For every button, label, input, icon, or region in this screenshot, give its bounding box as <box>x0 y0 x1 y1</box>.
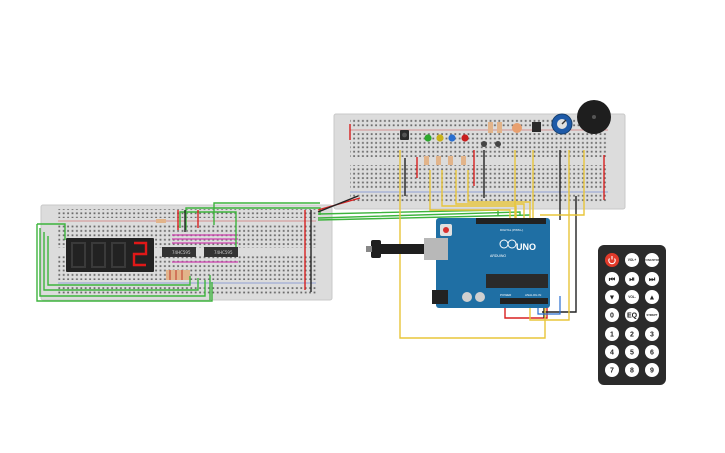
remote-button-five[interactable]: 5 <box>625 345 639 359</box>
remote-button-label: 9 <box>650 367 654 374</box>
remote-button-label: ▲ <box>649 294 656 301</box>
shift-register-left[interactable]: 74HC595 <box>162 247 196 257</box>
display-digit-4 <box>132 241 148 267</box>
remote-button-label: ⏮ <box>609 276 616 283</box>
analog-header[interactable] <box>500 298 548 304</box>
resistor-top-left[interactable] <box>156 219 166 223</box>
arduino-brand-text: ARDUINO <box>490 254 506 258</box>
remote-button-rewind[interactable]: ⏮ <box>605 272 619 286</box>
led-row[interactable] <box>424 134 469 165</box>
remote-button-down[interactable]: ▼ <box>605 290 619 304</box>
photoresistor[interactable] <box>512 123 522 133</box>
remote-button-label: 3 <box>650 331 654 338</box>
chip-right-label: 74HC595 <box>214 250 233 255</box>
remote-button-eight[interactable]: 8 <box>625 363 639 377</box>
remote-button-eq[interactable]: EQ <box>625 308 639 322</box>
usb-cable <box>366 240 424 258</box>
display-digit-3 <box>111 242 126 268</box>
arduino-digital-label: DIGITAL (PWM~) <box>500 228 523 232</box>
remote-button-func-stop[interactable]: FUNC/STOP <box>645 253 660 267</box>
chip-left-label: 74HC595 <box>172 250 191 255</box>
remote-button-one[interactable]: 1 <box>605 327 619 341</box>
remote-button-label: 5 <box>630 349 634 356</box>
remote-button-label: ⏭ <box>649 276 656 283</box>
display-digit-1 <box>71 242 86 268</box>
remote-button-four[interactable]: 4 <box>605 345 619 359</box>
remote-button-two[interactable]: 2 <box>625 327 639 341</box>
remote-button-nine[interactable]: 9 <box>645 363 659 377</box>
ir-remote[interactable]: VOL+ FUNC/STOP ⏮ ⏯ ⏭ ▼ VOL- ▲ 0 EQ ST/REPT 1 2 3 4 5 6 7 8… <box>598 245 666 385</box>
remote-button-label: EQ <box>627 312 638 319</box>
remote-button-label: ST/REPT <box>647 313 658 317</box>
remote-button-label: 4 <box>610 349 614 356</box>
push-buttons[interactable] <box>481 141 501 147</box>
remote-button-st-rept[interactable]: ST/REPT <box>645 308 659 322</box>
remote-button-label: ⏯ <box>629 276 635 283</box>
atmega-chip <box>486 274 548 288</box>
remote-button-vol-up[interactable]: VOL+ <box>625 253 639 267</box>
led-red[interactable] <box>461 134 469 165</box>
remote-button-fast-forward[interactable]: ⏭ <box>645 272 659 286</box>
ir-receiver[interactable] <box>400 130 409 140</box>
remote-button-label: 8 <box>630 367 634 374</box>
digital-header[interactable] <box>476 218 546 224</box>
infinity-logo-icon <box>499 239 517 249</box>
led-yellow[interactable] <box>436 134 444 165</box>
power-icon <box>608 256 616 265</box>
remote-button-label: FUNC/STOP <box>645 258 660 262</box>
magenta-jumpers <box>172 234 238 263</box>
remote-button-three[interactable]: 3 <box>645 327 659 341</box>
led-green[interactable] <box>424 134 432 165</box>
remote-button-zero[interactable]: 0 <box>605 308 619 322</box>
arduino-uno[interactable]: UNO ARDUINO POWER ANALOG IN DIGITAL (PWM… <box>424 218 550 308</box>
led-blue[interactable] <box>448 134 456 165</box>
potentiometer[interactable] <box>551 113 573 135</box>
transistor[interactable] <box>532 122 541 132</box>
shift-register-right[interactable]: 74HC595 <box>204 247 238 257</box>
seven-segment-display[interactable] <box>66 238 154 272</box>
dc-jack[interactable] <box>432 290 448 304</box>
remote-button-up[interactable]: ▲ <box>645 290 659 304</box>
piezo-buzzer[interactable] <box>577 100 611 134</box>
push-button-2[interactable] <box>495 141 501 147</box>
arduino-power-label: POWER <box>500 293 512 297</box>
arduino-logo-text: UNO <box>516 242 536 252</box>
remote-button-label: ▼ <box>609 294 616 301</box>
remote-button-label: 2 <box>630 331 634 338</box>
remote-button-six[interactable]: 6 <box>645 345 659 359</box>
usb-port[interactable] <box>424 238 448 260</box>
remote-button-vol-down[interactable]: VOL- <box>625 290 639 304</box>
arduino-analog-label: ANALOG IN <box>525 293 541 297</box>
remote-button-play-pause[interactable]: ⏯ <box>625 272 639 286</box>
remote-button-power[interactable] <box>605 253 619 267</box>
push-button-1[interactable] <box>481 141 487 147</box>
remote-button-label: 6 <box>650 349 654 356</box>
remote-button-label: 1 <box>610 331 614 338</box>
remote-button-label: 0 <box>610 312 614 319</box>
remote-button-label: VOL+ <box>628 258 637 262</box>
remote-button-seven[interactable]: 7 <box>605 363 619 377</box>
resistor-pair[interactable] <box>488 122 502 133</box>
display-digit-2 <box>91 242 106 268</box>
remote-button-label: VOL- <box>628 295 636 299</box>
resistor-bank[interactable] <box>166 270 190 280</box>
remote-button-label: 7 <box>610 367 614 374</box>
